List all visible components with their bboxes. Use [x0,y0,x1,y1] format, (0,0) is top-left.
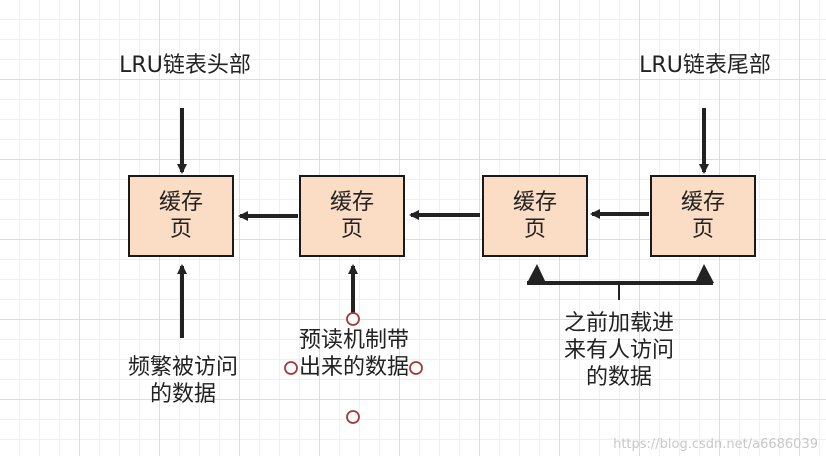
cache-page-4[interactable]: 缓存页 [650,175,756,257]
cache-page-3[interactable]: 缓存页 [482,175,588,257]
lru-tail-label: LRU链表尾部 [639,53,771,78]
selection-handle-bottom[interactable] [346,410,360,424]
frequent-access-label: 频繁被访问的数据 [128,355,239,407]
cache-page-1[interactable]: 缓存页 [128,175,234,257]
prefetch-label[interactable]: 预读机制带出来的数据 [298,328,409,380]
cache-page-label: 缓存页 [329,190,374,242]
watermark: https://blog.csdn.net/a6686039 [613,437,818,452]
previous-arrowhead-right [695,264,714,283]
selection-handle-left[interactable] [284,361,298,375]
previous-access-label: 之前加载进来有人访问的数据 [563,311,674,390]
selection-handle-right[interactable] [409,361,423,375]
cache-page-2[interactable]: 缓存页 [299,175,405,257]
selection-handle-top[interactable] [346,312,360,326]
lru-head-label: LRU链表头部 [119,53,251,78]
cache-page-label: 缓存页 [158,190,203,242]
cache-page-label: 缓存页 [512,190,557,242]
cache-page-label: 缓存页 [680,190,725,242]
previous-arrowhead-left [527,264,546,283]
